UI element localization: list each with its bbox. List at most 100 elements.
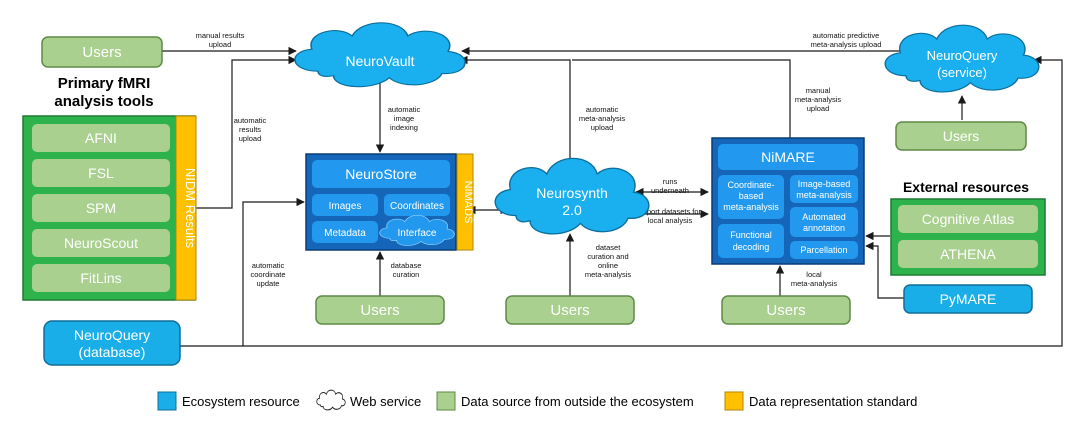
label-manual-results-upload-2: upload <box>209 40 232 49</box>
neurosynth-cloud[interactable]: Neurosynth 2.0 <box>494 157 650 235</box>
edge-labels: manual results upload automatic results … <box>196 31 882 288</box>
label-auto-meta-1: automatic <box>586 105 619 114</box>
neuroquery-db-label-2: (database) <box>79 344 146 360</box>
label-local-meta-2: meta-analysis <box>791 279 838 288</box>
neurovault-label: NeuroVault <box>345 53 414 69</box>
pymare-label: PyMARE <box>940 291 997 307</box>
label-ds-curation-3: online <box>598 261 618 270</box>
neurostore-label: NeuroStore <box>345 166 417 182</box>
label-auto-coord-3: update <box>257 279 280 288</box>
users-nimare-node[interactable]: Users <box>721 295 851 325</box>
cognitive-atlas-node[interactable]: Cognitive Atlas <box>898 205 1038 233</box>
nidm-results-label: NIDM Results <box>183 168 198 249</box>
label-db-curation-1: database <box>391 261 422 270</box>
label-export-1: export datasets for <box>639 207 702 216</box>
users-neurosynth-node[interactable]: Users <box>505 295 635 325</box>
label-auto-results-3: upload <box>239 134 262 143</box>
fsl-label: FSL <box>88 165 114 181</box>
interface-node[interactable]: Interface <box>379 214 455 246</box>
coordinate-meta-label-1: Coordinate- <box>727 180 774 190</box>
nimare-label: NiMARE <box>761 149 815 165</box>
edge-database-to-service <box>180 55 1063 347</box>
metadata-node[interactable]: Metadata <box>312 221 378 243</box>
neurosynth-label-2: 2.0 <box>562 202 582 218</box>
coordinate-meta-node[interactable]: Coordinate- based meta-analysis <box>718 175 784 219</box>
images-label: Images <box>329 201 362 212</box>
neuroquery-service-label-1: NeuroQuery <box>927 48 998 63</box>
label-auto-coord-1: automatic <box>252 261 285 270</box>
edge-automatic-coordinate-update <box>242 197 305 346</box>
edge-automatic-meta-analysis-upload <box>459 55 571 170</box>
external-resources-title: External resources <box>903 179 1029 195</box>
functional-decoding-label-2: decoding <box>733 242 770 252</box>
functional-decoding-node[interactable]: Functional decoding <box>718 224 784 258</box>
neurostore-node[interactable]: NeuroStore <box>312 160 450 188</box>
coordinate-meta-label-2: based <box>739 191 764 201</box>
neurovault-cloud[interactable]: NeuroVault <box>294 22 466 88</box>
afni-node[interactable]: AFNI <box>32 124 170 152</box>
image-meta-label-1: Image-based <box>798 179 851 189</box>
label-manual-meta-3: upload <box>807 104 830 113</box>
fsl-node[interactable]: FSL <box>32 159 170 187</box>
label-runs-2: underneath <box>651 186 689 195</box>
fitlins-label: FitLins <box>80 270 121 286</box>
image-meta-node[interactable]: Image-based meta-analysis <box>790 175 858 203</box>
label-auto-pred-1: automatic predictive <box>813 31 880 40</box>
images-node[interactable]: Images <box>312 194 378 216</box>
users-top-label: Users <box>82 44 121 61</box>
neurosynth-label-1: Neurosynth <box>536 185 608 201</box>
label-auto-coord-2: coordinate <box>250 270 285 279</box>
coordinates-label: Coordinates <box>390 201 444 212</box>
spm-node[interactable]: SPM <box>32 194 170 222</box>
users-right-label: Users <box>943 128 980 144</box>
legend-web-swatch <box>316 389 346 411</box>
label-auto-results-2: results <box>239 125 261 134</box>
label-manual-results-upload-1: manual results <box>196 31 245 40</box>
afni-label: AFNI <box>85 130 117 146</box>
users-neurosynth-label: Users <box>550 302 589 319</box>
automated-annotation-label-2: annotation <box>803 223 845 233</box>
label-auto-meta-2: meta-analysis <box>579 114 626 123</box>
users-right-node[interactable]: Users <box>895 121 1027 151</box>
automated-annotation-node[interactable]: Automated annotation <box>790 207 858 237</box>
primary-tools-title-2: analysis tools <box>54 93 153 110</box>
label-auto-results-1: automatic <box>234 116 267 125</box>
label-auto-image-1: automatic <box>388 105 421 114</box>
fitlins-node[interactable]: FitLins <box>32 264 170 292</box>
legend-standard-label: Data representation standard <box>749 394 917 409</box>
primary-tools-title-1: Primary fMRI <box>58 75 151 92</box>
coordinate-meta-label-3: meta-analysis <box>723 202 779 212</box>
label-auto-image-3: indexing <box>390 123 418 132</box>
label-local-meta-1: local <box>806 270 822 279</box>
coordinates-node[interactable]: Coordinates <box>384 194 450 216</box>
edge-automatic-results-upload <box>196 55 297 209</box>
parcellation-label: Parcellation <box>800 245 847 255</box>
automated-annotation-label-1: Automated <box>802 212 846 222</box>
edge-manual-meta-analysis-upload <box>572 59 791 138</box>
legend-standard-swatch <box>724 391 744 411</box>
metadata-label: Metadata <box>324 228 366 239</box>
athena-node[interactable]: ATHENA <box>898 240 1038 268</box>
label-auto-pred-2: meta-analysis upload <box>811 40 882 49</box>
nimare-node[interactable]: NiMARE <box>718 144 858 170</box>
neuroquery-service-cloud[interactable]: NeuroQuery (service) <box>884 24 1040 93</box>
interface-label: Interface <box>398 228 437 239</box>
label-runs-1: runs <box>663 177 678 186</box>
pymare-node[interactable]: PyMARE <box>903 284 1033 314</box>
functional-decoding-label-1: Functional <box>730 230 772 240</box>
label-ds-curation-4: meta-analysis <box>585 270 632 279</box>
neuroquery-db-node[interactable]: NeuroQuery (database) <box>43 320 181 366</box>
legend-outside-swatch <box>436 391 456 411</box>
spm-label: SPM <box>86 200 116 216</box>
users-neurostore-node[interactable]: Users <box>315 295 445 325</box>
label-manual-meta-1: manual <box>806 86 831 95</box>
athena-label: ATHENA <box>940 246 996 262</box>
label-db-curation-2: curation <box>393 270 420 279</box>
image-meta-label-2: meta-analysis <box>796 190 852 200</box>
legend-ecosystem-label: Ecosystem resource <box>182 394 300 409</box>
neuroscout-node[interactable]: NeuroScout <box>32 229 170 257</box>
edges <box>162 46 1063 347</box>
parcellation-node[interactable]: Parcellation <box>790 241 858 259</box>
users-top-node[interactable]: Users <box>41 36 163 68</box>
